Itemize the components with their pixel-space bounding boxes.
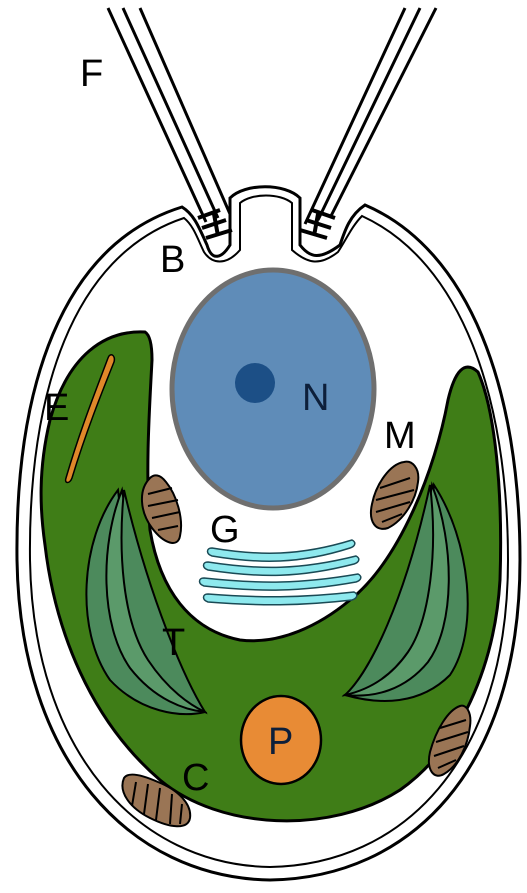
label-pyrenoid: P <box>268 721 293 763</box>
label-eyespot: E <box>44 387 69 429</box>
label-chloroplast: C <box>182 757 209 799</box>
flagellum-left <box>108 8 230 222</box>
label-basal-body: B <box>160 239 185 281</box>
label-flagella: F <box>80 53 103 95</box>
label-nucleus: N <box>302 377 329 419</box>
label-thylakoid: T <box>162 622 185 664</box>
flagellum-right <box>305 8 436 224</box>
label-mitochondrion: M <box>384 415 416 457</box>
label-golgi: G <box>210 509 240 551</box>
nucleolus <box>235 363 275 403</box>
